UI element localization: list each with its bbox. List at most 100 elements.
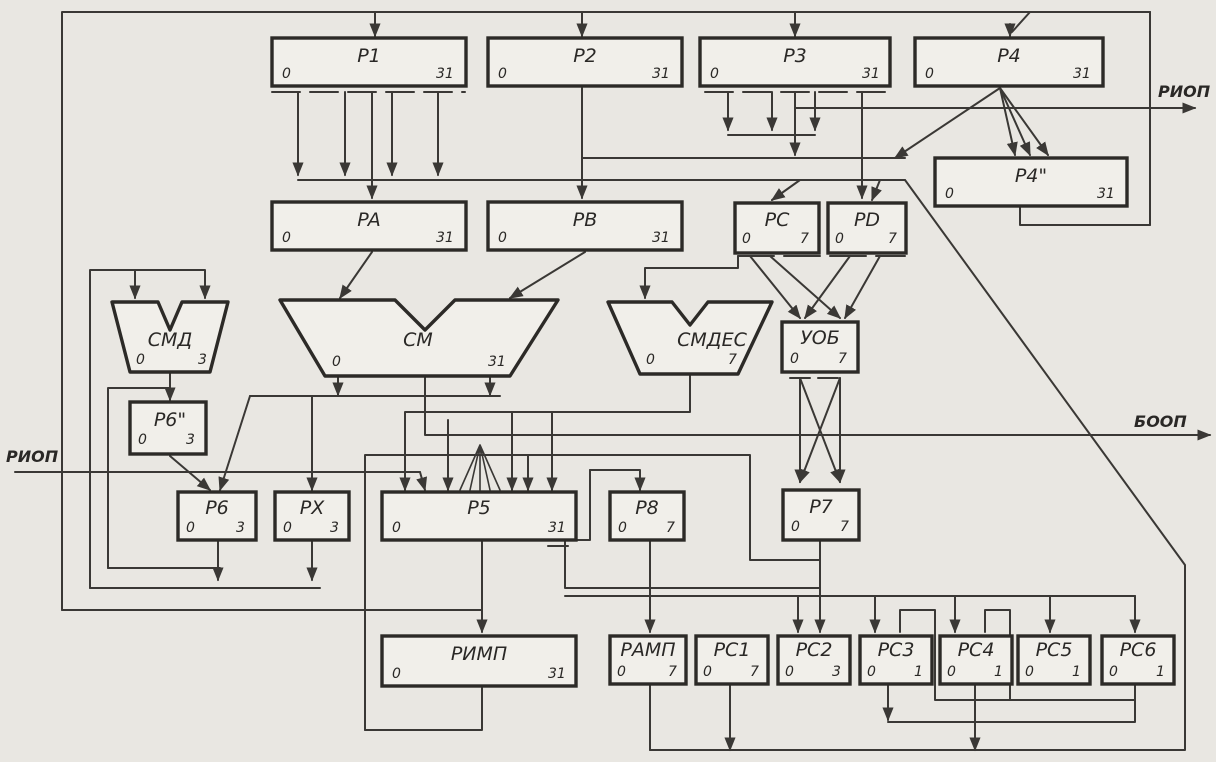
svg-text:31: 31	[1097, 186, 1115, 202]
svg-text:0: 0	[867, 664, 876, 680]
p4pp-bottom-return	[1019, 205, 1151, 226]
svg-text:31: 31	[548, 520, 566, 536]
register-pd: PD 0 7	[826, 201, 908, 255]
svg-text:P1: P1	[357, 45, 381, 67]
adder-sm-lo: 0	[332, 354, 341, 370]
svg-text:7: 7	[750, 664, 759, 680]
register-pa: PA 0 31	[270, 200, 468, 252]
top-feedback-bus	[61, 11, 1151, 611]
svg-text:0: 0	[282, 230, 291, 246]
register-pc3: PC3 0 1	[858, 634, 934, 686]
svg-text:1: 1	[1156, 664, 1165, 680]
register-pc2: PC2 0 3	[776, 634, 852, 686]
register-pc6: PC6 0 1	[1100, 634, 1176, 686]
svg-text:P4": P4"	[1015, 165, 1047, 187]
svg-text:0: 0	[835, 231, 844, 247]
svg-text:0: 0	[498, 66, 507, 82]
svg-text:7: 7	[668, 664, 677, 680]
adder-sm-name: СМ	[403, 329, 433, 351]
adder-smd-lo: 0	[136, 352, 145, 368]
svg-text:PC1: PC1	[714, 639, 751, 661]
svg-text:7: 7	[800, 231, 809, 247]
adder-sm: СМ 0 31	[278, 298, 560, 378]
svg-text:0: 0	[785, 664, 794, 680]
svg-text:31: 31	[1073, 66, 1091, 82]
svg-text:0: 0	[791, 519, 800, 535]
svg-text:0: 0	[947, 664, 956, 680]
register-p5: P5 0 31	[380, 490, 578, 542]
register-p3: P3 0 31	[698, 36, 892, 88]
svg-text:УОБ: УОБ	[800, 327, 840, 349]
svg-text:PC5: PC5	[1036, 639, 1073, 661]
adder-smdes-hi: 7	[728, 352, 737, 368]
svg-text:1: 1	[994, 664, 1003, 680]
svg-text:P4: P4	[997, 45, 1021, 67]
register-pc4: PC4 0 1	[938, 634, 1014, 686]
register-uob: УОБ 0 7	[780, 320, 860, 374]
register-pc5: PC5 0 1	[1016, 634, 1092, 686]
register-p6pp: P6" 0 3	[128, 400, 208, 456]
p4pp-return-top	[1011, 11, 1151, 33]
pc-to-smdes	[639, 255, 739, 300]
wires	[14, 11, 1212, 752]
svg-text:P6: P6	[205, 497, 229, 519]
svg-text:0: 0	[1025, 664, 1034, 680]
register-p1: P1 0 31	[270, 36, 468, 88]
svg-text:7: 7	[838, 351, 847, 367]
boop-line	[424, 374, 1212, 441]
svg-text:PC2: PC2	[796, 639, 833, 661]
svg-text:1: 1	[914, 664, 923, 680]
svg-text:P6": P6"	[154, 409, 186, 431]
adder-sm-hi: 31	[488, 354, 506, 370]
svg-text:0: 0	[925, 66, 934, 82]
svg-text:РИМП: РИМП	[451, 643, 507, 665]
svg-text:PX: PX	[300, 497, 325, 519]
svg-text:31: 31	[436, 66, 454, 82]
svg-text:31: 31	[652, 66, 670, 82]
svg-text:0: 0	[392, 666, 401, 682]
svg-text:PC3: PC3	[878, 639, 915, 661]
svg-text:PC6: PC6	[1120, 639, 1157, 661]
svg-text:31: 31	[436, 230, 454, 246]
svg-text:P8: P8	[635, 497, 659, 519]
svg-text:31: 31	[652, 230, 670, 246]
register-p8: P8 0 7	[608, 490, 686, 542]
right-diagonal-bus	[649, 179, 1186, 751]
svg-text:0: 0	[392, 520, 401, 536]
adder-smd-hi: 3	[198, 352, 207, 368]
svg-text:1: 1	[1072, 664, 1081, 680]
svg-text:0: 0	[282, 66, 291, 82]
svg-text:3: 3	[186, 432, 195, 448]
label-riop-in: РИОП	[6, 447, 59, 466]
svg-text:3: 3	[236, 520, 245, 536]
svg-text:31: 31	[862, 66, 880, 82]
svg-text:0: 0	[710, 66, 719, 82]
adder-smd-name: СМД	[148, 329, 193, 351]
svg-text:0: 0	[742, 231, 751, 247]
svg-text:P3: P3	[783, 45, 807, 67]
register-pc1: PC1 0 7	[694, 634, 770, 686]
svg-text:PB: PB	[573, 209, 598, 231]
svg-text:P2: P2	[573, 45, 597, 67]
svg-text:0: 0	[1109, 664, 1118, 680]
register-ramp: РАМП 0 7	[608, 634, 688, 686]
svg-text:3: 3	[330, 520, 339, 536]
svg-text:PA: PA	[357, 209, 381, 231]
label-riop-out: РИОП	[1158, 82, 1211, 101]
svg-text:P5: P5	[467, 497, 491, 519]
svg-text:31: 31	[548, 666, 566, 682]
register-p4pp: P4" 0 31	[933, 156, 1129, 208]
label-boop: БООП	[1134, 412, 1187, 431]
svg-text:PC: PC	[765, 209, 790, 231]
adder-smdes-name: СМДЕС	[677, 329, 748, 351]
svg-text:0: 0	[498, 230, 507, 246]
svg-text:0: 0	[945, 186, 954, 202]
svg-text:0: 0	[790, 351, 799, 367]
svg-text:0: 0	[283, 520, 292, 536]
register-p2: P2 0 31	[486, 36, 684, 88]
svg-text:0: 0	[138, 432, 147, 448]
svg-text:PD: PD	[854, 209, 880, 231]
adder-smdes: СМДЕС 0 7	[606, 300, 774, 376]
